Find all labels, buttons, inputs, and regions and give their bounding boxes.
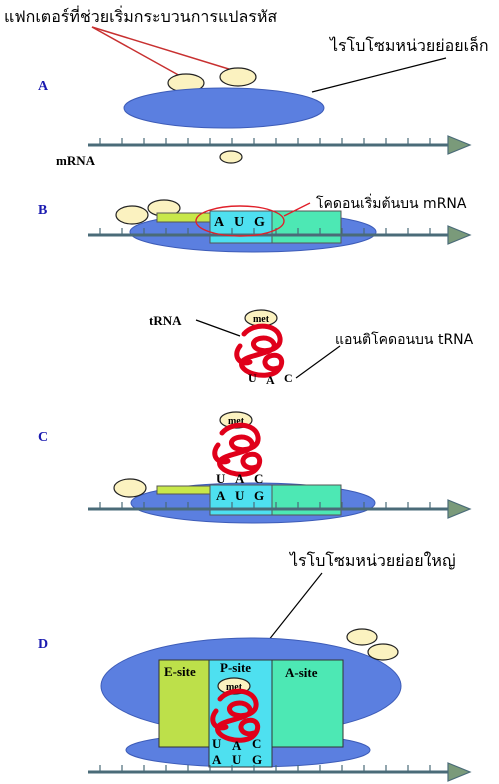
trna-pointer <box>195 319 241 337</box>
initiation-factors-label: แฟกเตอร์ที่ช่วยเริ่มกระบวนการแปลรหัส <box>4 5 277 26</box>
anticodon-base: U <box>216 471 226 486</box>
initiation-factor <box>115 205 149 225</box>
factor-pointer-line <box>91 26 183 78</box>
codon-base: U <box>234 215 244 230</box>
codon-base: U <box>232 752 242 767</box>
initiation-factor <box>219 67 257 87</box>
initiation-factor <box>346 628 378 646</box>
anticodon-base: A <box>235 471 245 486</box>
anticodon-base: U <box>212 736 222 751</box>
anticodon-base: C <box>284 371 293 385</box>
small-subunit <box>123 87 325 129</box>
anticodon-base: C <box>252 736 261 751</box>
panel-letter-a: A <box>38 79 49 94</box>
mrna-label: mRNA <box>56 153 96 168</box>
anticodon-base: C <box>254 471 263 486</box>
panel-letter-c: C <box>38 430 48 445</box>
met-label: met <box>228 416 245 427</box>
anticodon-base: U <box>248 371 257 385</box>
panel-letter-d: D <box>38 637 48 652</box>
panel-d: D ไรโบโซมหน่วยย่อยใหญ่ E-site P-site A-s… <box>38 551 472 783</box>
met-label: met <box>226 682 243 693</box>
anticodon-pointer <box>295 345 341 379</box>
initiator-region <box>156 485 211 495</box>
trna-molecule <box>215 425 260 474</box>
panel-b: B A U G โคดอนเริ่มต้นบน mRNA <box>38 194 472 253</box>
codon-base: A <box>216 488 226 503</box>
p-site-label: P-site <box>220 660 251 675</box>
large-subunit-pointer <box>267 572 323 642</box>
codon-base: A <box>214 215 225 230</box>
small-subunit-pointer <box>311 57 447 93</box>
a-site-box <box>271 210 342 244</box>
panel-a: แฟกเตอร์ที่ช่วยเริ่มกระบวนการแปลรหัส ไรโ… <box>4 5 489 168</box>
codon-base: U <box>235 488 245 503</box>
anticodon-base: A <box>232 738 242 753</box>
a-site-label: A-site <box>285 665 318 680</box>
initiator-region <box>156 212 211 223</box>
met-label: met <box>253 314 270 325</box>
codon-base: G <box>254 488 264 503</box>
trna-molecule <box>237 326 282 375</box>
anticodon-base: A <box>266 373 275 387</box>
start-codon-label: โคดอนเริ่มต้นบน mRNA <box>316 194 467 212</box>
small-subunit-label: ไรโบโซมหน่วยย่อยเล็ก <box>328 35 489 55</box>
mrna-strand-a <box>86 134 472 156</box>
initiation-factor <box>113 478 147 498</box>
codon-base: G <box>252 752 262 767</box>
codon-base: G <box>254 215 265 230</box>
trna-label: tRNA <box>149 313 182 328</box>
trna-detail: tRNA met U A C แอนติโคดอนบน tRNA <box>149 309 474 387</box>
start-codon-highlight <box>195 205 285 237</box>
initiation-factor <box>219 150 243 164</box>
anticodon-label: แอนติโคดอนบน tRNA <box>335 331 474 348</box>
large-subunit-label: ไรโบโซมหน่วยย่อยใหญ่ <box>288 551 456 570</box>
a-site <box>271 659 344 748</box>
e-site-label: E-site <box>164 664 196 679</box>
panel-letter-b: B <box>38 203 47 218</box>
factor-pointer-line <box>91 26 233 71</box>
initiation-factor <box>367 643 399 661</box>
start-codon-pointer <box>283 202 311 217</box>
panel-c: C met U A C A U G <box>38 411 472 524</box>
codon-base: A <box>212 752 222 767</box>
